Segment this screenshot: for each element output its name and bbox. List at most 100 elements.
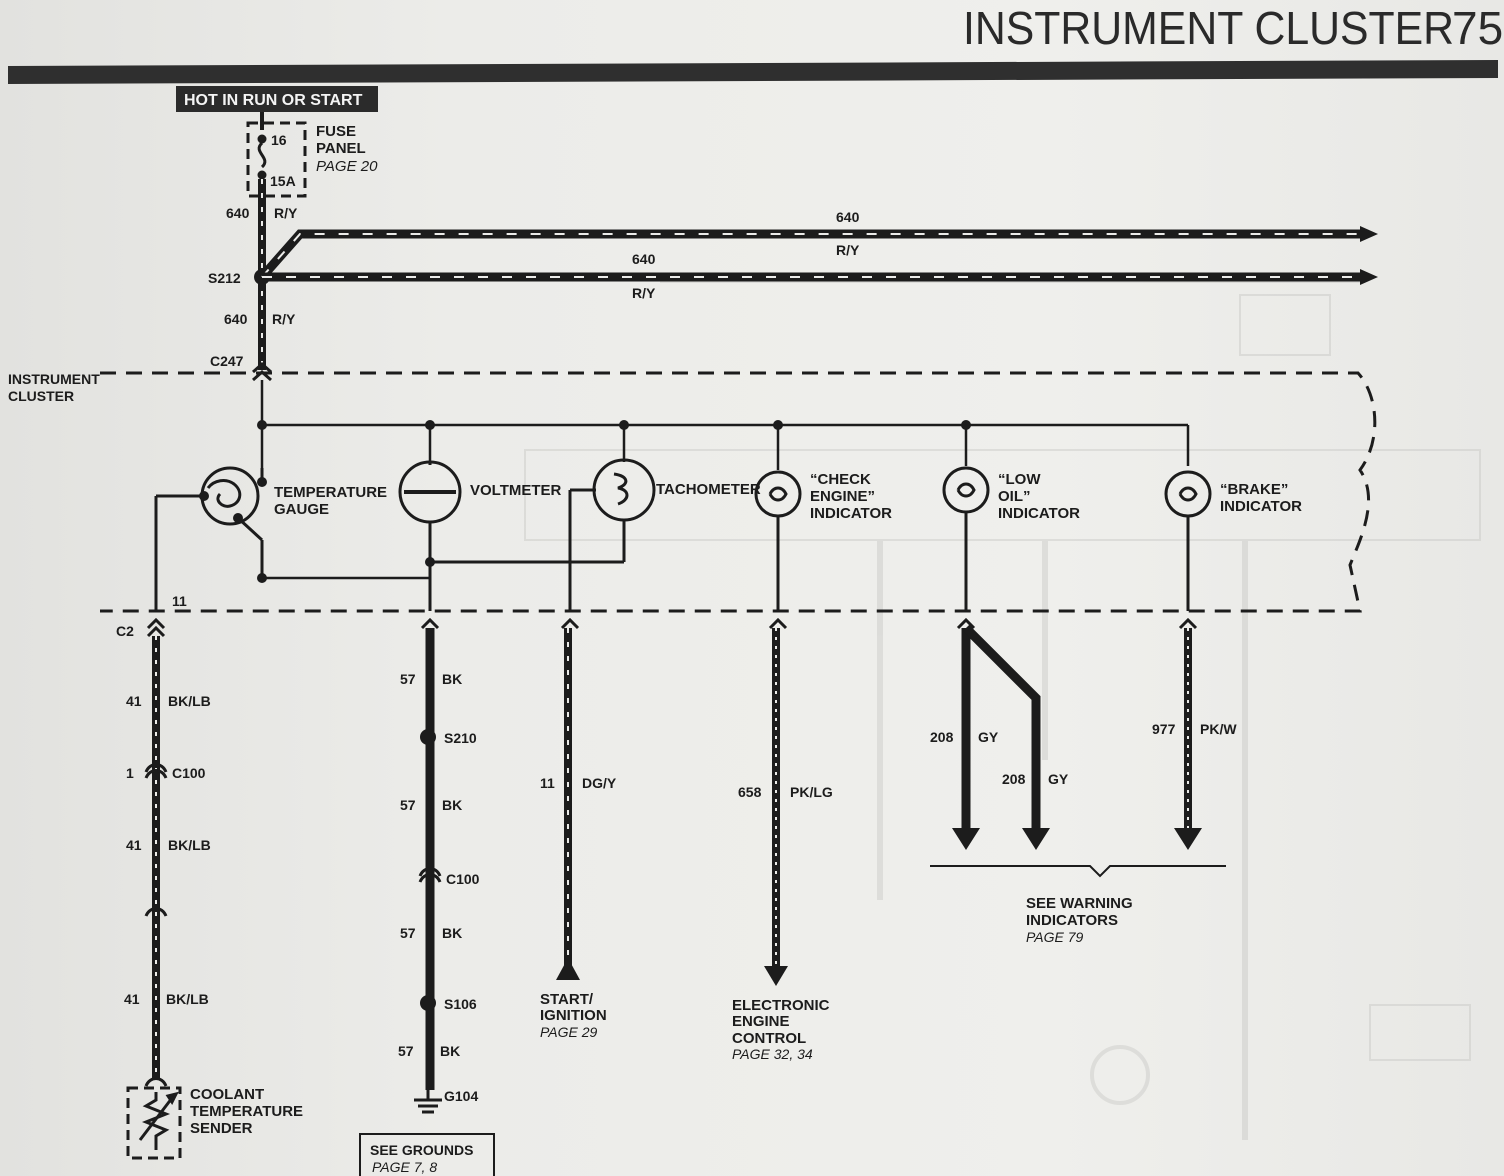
wire-640-top-color: R/Y [274,205,298,221]
connector-c100-right [418,867,442,883]
warning-page: PAGE 79 [1026,929,1084,945]
wire-57-num-2: 57 [400,797,416,813]
wire-57-num-4: 57 [398,1043,414,1059]
temperature-gauge [154,466,264,611]
bleed-through [524,277,1481,1140]
splice-s210 [420,729,436,745]
wire-658-num: 658 [738,784,762,800]
fuse-amps: 15A [270,173,296,189]
cluster-internal-bus [260,380,1190,470]
page-title: INSTRUMENT CLUSTER [963,4,1454,55]
wire-640-lower-color: R/Y [632,285,656,301]
wire-208-color-1: GY [978,729,999,745]
cluster-boundary [100,371,1377,613]
s210-label: S210 [444,730,477,746]
lamp-icon [754,470,802,518]
wire-658 [764,628,788,986]
see-grounds-box [359,1133,495,1176]
arrow-down-icon [952,828,980,850]
coolant-sender-label-3: SENDER [190,1120,253,1137]
brake-label-2: INDICATOR [1220,498,1302,515]
wire-41-num-3: 41 [124,991,140,1007]
connector-c2 [146,617,1198,638]
voltmeter [398,460,462,611]
s106-label: S106 [444,996,477,1012]
hot-in-run-label: HOT IN RUN OR START [184,92,363,109]
wire-57-color-4: BK [440,1043,460,1059]
wire-41-num-2: 41 [126,837,142,853]
coolant-temperature-sender [126,1086,182,1160]
temp-gauge-label-1: TEMPERATURE [274,484,387,501]
wire-11 [556,628,580,980]
check-engine-indicator [754,470,802,611]
start-ignition-page: PAGE 29 [540,1024,598,1040]
wire-640-upper-color: R/Y [836,242,860,258]
c100-left-label: C100 [172,765,206,781]
wire-57-num-1: 57 [400,671,416,687]
g104-label: G104 [444,1088,478,1104]
c2-label: C2 [116,623,134,639]
wire-977-num: 977 [1152,721,1176,737]
wire-640-lower-num: 640 [632,251,656,267]
wire-57-color-1: BK [442,671,462,687]
wire-208 [952,624,1050,850]
c100-right-label: C100 [446,871,480,887]
wire-57-num-3: 57 [400,925,416,941]
brake-indicator [1164,470,1212,611]
start-ignition-label-2: IGNITION [540,1007,607,1024]
wire-208-num-2: 208 [1002,771,1026,787]
arrow-up-icon [556,958,580,980]
wire-41-color-3: BK/LB [166,991,209,1007]
warning-bracket [930,865,1226,878]
c2-pin: 11 [172,593,187,609]
arrow-right-icon [1360,269,1378,285]
arrow-down-icon [1022,828,1050,850]
wire-640-branches [258,226,1378,285]
ground-g104 [414,1090,442,1114]
cluster-label-2: CLUSTER [8,388,74,404]
ecc-label-3: CONTROL [732,1030,806,1047]
wire-640-upper-num: 640 [836,209,860,225]
s212-label: S212 [208,270,241,286]
ecc-page: PAGE 32, 34 [732,1046,813,1062]
connector-c100-left [144,763,168,1087]
ecc-label-2: ENGINE [732,1013,790,1030]
fuse-number: 16 [271,132,287,148]
gauge-icon [200,466,260,526]
fuse-panel-label-1: FUSE [316,123,356,140]
check-engine-label-3: INDICATOR [810,505,892,522]
wire-57-color-2: BK [442,797,462,813]
low-oil-indicator [942,466,990,611]
wire-57-color-3: BK [442,925,462,941]
wire-640-mid-num: 640 [224,311,248,327]
coolant-sender-label-2: TEMPERATURE [190,1103,303,1120]
fuse-icon [257,141,267,169]
page-number: 75 [1452,2,1503,54]
fuse-panel-label-2: PANEL [316,140,366,157]
cluster-label-1: INSTRUMENT [8,371,100,387]
splice-s106 [420,995,436,1011]
wire-41-num-1: 41 [126,693,142,709]
low-oil-label-3: INDICATOR [998,505,1080,522]
lamp-icon [1164,470,1212,518]
low-oil-label-2: OIL” [998,488,1031,505]
tachometer-label: TACHOMETER [656,481,761,498]
ecc-label-1: ELECTRONIC [732,997,830,1014]
c100-pin: 1 [126,765,134,781]
wire-640-mid-color: R/Y [272,311,296,327]
header-rule [8,60,1498,84]
hot-in-run-box [176,86,378,112]
see-grounds-page: PAGE 7, 8 [372,1159,437,1175]
tachometer [430,458,656,611]
c247-label: C247 [210,353,244,369]
fuse-panel: 16 15A [246,112,307,198]
check-engine-label-1: “CHECK [810,471,871,488]
wire-11-color: DG/Y [582,775,617,791]
wire-977 [1174,628,1202,850]
wire-41-color-2: BK/LB [168,837,211,853]
wire-41-color-1: BK/LB [168,693,211,709]
check-engine-label-2: ENGINE” [810,488,875,505]
temp-gauge-label-2: GAUGE [274,501,329,518]
